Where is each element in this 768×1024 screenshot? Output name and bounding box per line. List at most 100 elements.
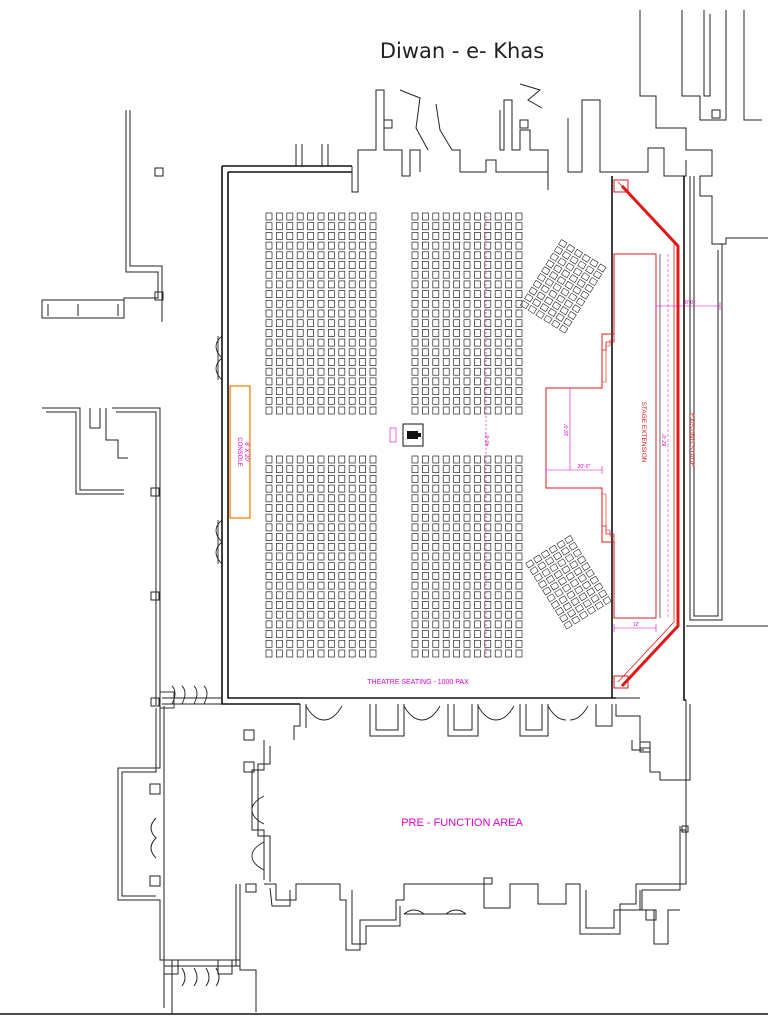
chair — [515, 396, 523, 405]
chair — [317, 484, 325, 493]
chair — [573, 267, 583, 277]
angled-seat-block — [519, 239, 607, 334]
chair — [317, 649, 325, 658]
chair — [276, 610, 283, 619]
chair — [286, 222, 294, 231]
chair — [359, 562, 366, 571]
chair — [422, 309, 429, 318]
chair — [442, 348, 450, 357]
chair — [505, 367, 512, 376]
chair — [265, 484, 273, 493]
chair — [484, 465, 492, 474]
chair — [359, 572, 366, 580]
chair — [296, 494, 304, 503]
chair — [515, 542, 523, 551]
chair — [561, 250, 571, 260]
chair — [276, 358, 283, 366]
chair — [265, 270, 273, 279]
chair — [286, 251, 294, 260]
chair — [359, 212, 366, 221]
chair — [286, 484, 294, 493]
chair — [338, 601, 346, 609]
chair — [296, 552, 304, 561]
chair — [265, 610, 273, 619]
chair — [532, 298, 542, 308]
chair — [317, 494, 325, 503]
chair — [422, 630, 429, 638]
chair — [276, 601, 283, 609]
chair — [505, 504, 512, 512]
chair — [432, 299, 440, 308]
chair — [550, 581, 560, 591]
chair — [296, 212, 304, 221]
chair — [286, 309, 294, 318]
pre-function-label: PRE - FUNCTION AREA — [401, 817, 523, 829]
chair — [328, 581, 335, 590]
chair — [533, 572, 544, 582]
chair — [307, 455, 314, 464]
chair — [338, 504, 346, 512]
chair — [328, 504, 335, 512]
chair — [317, 581, 325, 590]
chair — [328, 620, 335, 629]
chair — [515, 367, 523, 376]
chair — [422, 504, 429, 512]
chair — [453, 572, 460, 580]
chair — [515, 280, 523, 289]
chair — [463, 232, 471, 240]
chair — [296, 387, 304, 395]
chair — [453, 523, 460, 532]
chair — [527, 305, 538, 315]
chair — [286, 377, 294, 386]
chair — [328, 591, 335, 600]
angled-seating — [519, 239, 612, 630]
chair — [422, 406, 429, 415]
chair — [494, 601, 502, 609]
chair — [307, 630, 314, 638]
chair — [369, 572, 377, 580]
chair — [453, 504, 460, 512]
chair — [338, 232, 346, 240]
chair — [307, 241, 314, 250]
chair — [494, 620, 502, 629]
chair — [265, 620, 273, 629]
chair — [411, 212, 419, 221]
chair — [359, 533, 366, 541]
chair — [577, 573, 587, 583]
chair — [276, 387, 283, 395]
chair — [338, 465, 346, 474]
chair — [286, 542, 294, 551]
chair — [474, 620, 481, 629]
chair — [484, 232, 492, 240]
chair — [442, 280, 450, 289]
chair — [317, 523, 325, 532]
chair — [484, 639, 492, 648]
ext-depth-dim: 16'-0" — [564, 423, 570, 436]
chair — [328, 348, 335, 357]
chair — [317, 396, 325, 405]
chair — [265, 591, 273, 600]
chair — [411, 513, 419, 522]
chair — [276, 630, 283, 638]
chair — [328, 387, 335, 395]
chair — [286, 533, 294, 541]
chair — [442, 212, 450, 221]
chair — [348, 504, 356, 512]
chair — [453, 290, 460, 298]
chair — [453, 387, 460, 395]
chair — [359, 610, 366, 619]
chair — [265, 309, 273, 318]
chair — [463, 309, 471, 318]
chair — [338, 455, 346, 464]
chair — [484, 649, 492, 658]
chair — [548, 271, 559, 281]
chair — [317, 367, 325, 376]
chair — [317, 338, 325, 347]
chair — [296, 504, 304, 512]
chair — [411, 222, 419, 231]
chair — [463, 406, 471, 415]
chair — [505, 280, 512, 289]
chair — [463, 639, 471, 648]
chair — [463, 591, 471, 600]
chair — [432, 533, 440, 541]
